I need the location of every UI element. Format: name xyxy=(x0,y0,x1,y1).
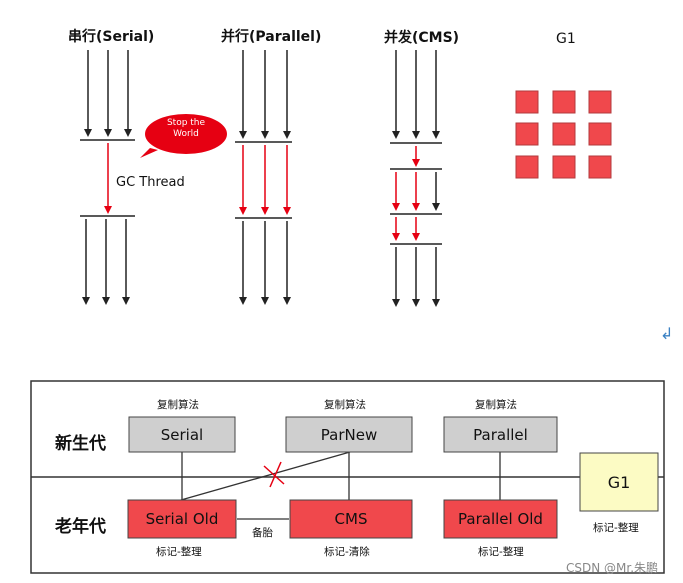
parnew-box xyxy=(285,416,413,453)
g1-region xyxy=(588,90,612,114)
g1-region xyxy=(552,122,576,146)
serial-old-algo-label: 标记-整理 xyxy=(156,546,202,558)
parallel-box xyxy=(443,416,558,453)
serial-algo-label: 复制算法 xyxy=(157,399,199,411)
parallel-old-algo-label: 标记-整理 xyxy=(478,546,524,558)
g1-region xyxy=(515,155,539,179)
parallel-old-box xyxy=(443,499,558,539)
old-generation-label: 老年代 xyxy=(55,517,106,537)
cms-box-label: CMS xyxy=(334,510,368,528)
cms-lane-group xyxy=(390,50,442,307)
parnew-algo-label: 复制算法 xyxy=(324,399,366,411)
serial-lane-group xyxy=(80,50,135,305)
serial-box xyxy=(128,416,236,453)
parallel-box-label: Parallel xyxy=(473,425,528,444)
g1-region xyxy=(552,90,576,114)
cms-title: 并发(CMS) xyxy=(384,30,460,46)
g1-region xyxy=(552,155,576,179)
watermark: CSDN @Mr.朱鹏 xyxy=(566,561,659,575)
stop-the-world-text: Stop the World xyxy=(145,118,227,140)
g1-region xyxy=(515,122,539,146)
parallel-title: 并行(Parallel) xyxy=(221,29,322,45)
serial-old-box-label: Serial Old xyxy=(145,510,219,528)
forbidden-x-mark xyxy=(263,461,285,488)
gc-thread-label: GC Thread xyxy=(116,175,185,190)
g1-box-label: G1 xyxy=(607,472,631,492)
g1-region xyxy=(588,155,612,179)
g1-region xyxy=(588,122,612,146)
parallel-old-box-label: Parallel Old xyxy=(458,510,543,528)
parallel-algo-label: 复制算法 xyxy=(475,399,517,411)
stop-the-world-line1: Stop the xyxy=(166,118,206,128)
cms-algo-label: 标记-清除 xyxy=(324,546,370,558)
return-icon: ↲ xyxy=(660,324,674,343)
parnew-box-label: ParNew xyxy=(320,425,378,444)
parallel-lane-group xyxy=(235,50,292,305)
stop-the-world-line2: World xyxy=(173,129,199,139)
g1-algo-label: 标记-整理 xyxy=(593,522,639,534)
serial-title: 串行(Serial) xyxy=(68,29,155,45)
g1-title: G1 xyxy=(556,31,576,47)
backup-label: 备胎 xyxy=(252,527,273,539)
collector-connectors xyxy=(180,451,501,520)
serial-old-box xyxy=(127,499,237,539)
young-generation-label: 新生代 xyxy=(55,434,106,454)
g1-box xyxy=(579,452,659,512)
g1-region xyxy=(515,90,539,114)
cms-box xyxy=(289,499,413,539)
stop-the-world-bubble xyxy=(140,114,227,158)
g1-region-grid xyxy=(515,90,612,179)
serial-box-label: Serial xyxy=(160,425,204,444)
